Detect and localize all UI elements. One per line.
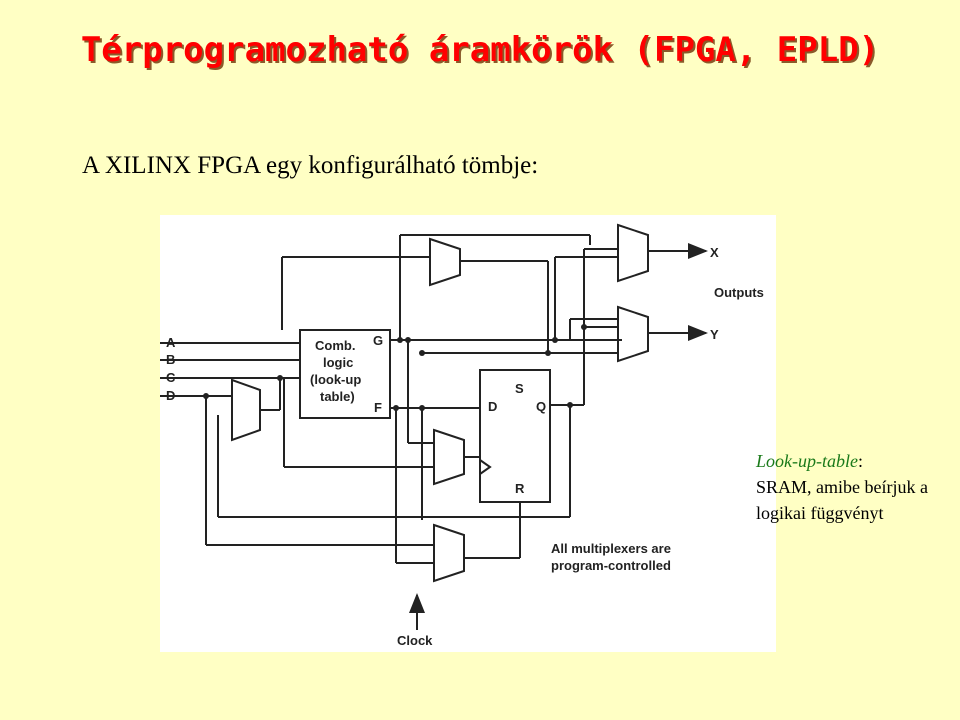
comb-f-label: F <box>374 400 382 415</box>
comb-logic-line-1: Comb. <box>315 338 355 353</box>
ff-d-label: D <box>488 399 497 414</box>
mux-note-line-1: All multiplexers are <box>551 541 671 556</box>
output-x-label: X <box>710 245 719 260</box>
comb-logic-line-2: logic <box>323 355 353 370</box>
wire-junctions <box>203 324 587 411</box>
comb-logic-line-3: (look-up <box>310 372 361 387</box>
input-a-label: A <box>166 335 176 350</box>
look-up-table-note: Look-up-table: SRAM, amibe beírjuk a log… <box>756 448 946 526</box>
clock-mux <box>433 428 465 486</box>
output-mux-y <box>617 305 649 363</box>
comb-g-label: G <box>373 333 383 348</box>
ff-s-label: S <box>515 381 524 396</box>
look-up-table-description: SRAM, amibe beírjuk a logikai függvényt <box>756 477 928 523</box>
comb-logic-line-4: table) <box>320 389 355 404</box>
clock-label: Clock <box>397 633 433 648</box>
flip-flop <box>479 369 551 503</box>
look-up-table-colon: : <box>857 451 863 471</box>
mux-note-line-2: program-controlled <box>551 558 671 573</box>
fpga-block-diagram: A B C D Comb. logic (look-up table) G F … <box>160 215 776 652</box>
ff-q-label: Q <box>536 399 546 414</box>
input-c-label: C <box>166 370 176 385</box>
ff-r-label: R <box>515 481 525 496</box>
top-mux <box>429 237 461 287</box>
outputs-label: Outputs <box>714 285 764 300</box>
page-title: Térprogramozható áramkörök (FPGA, EPLD) <box>80 30 880 70</box>
input-d-label: D <box>166 388 175 403</box>
output-y-label: Y <box>710 327 719 342</box>
output-mux-x <box>617 223 649 283</box>
input-b-label: B <box>166 352 175 367</box>
input-mux <box>231 378 261 442</box>
look-up-table-term: Look-up-table <box>756 451 858 471</box>
comb-logic-box <box>299 329 391 419</box>
reset-mux <box>433 523 465 583</box>
subtitle: A XILINX FPGA egy konfigurálható tömbje: <box>82 152 539 179</box>
